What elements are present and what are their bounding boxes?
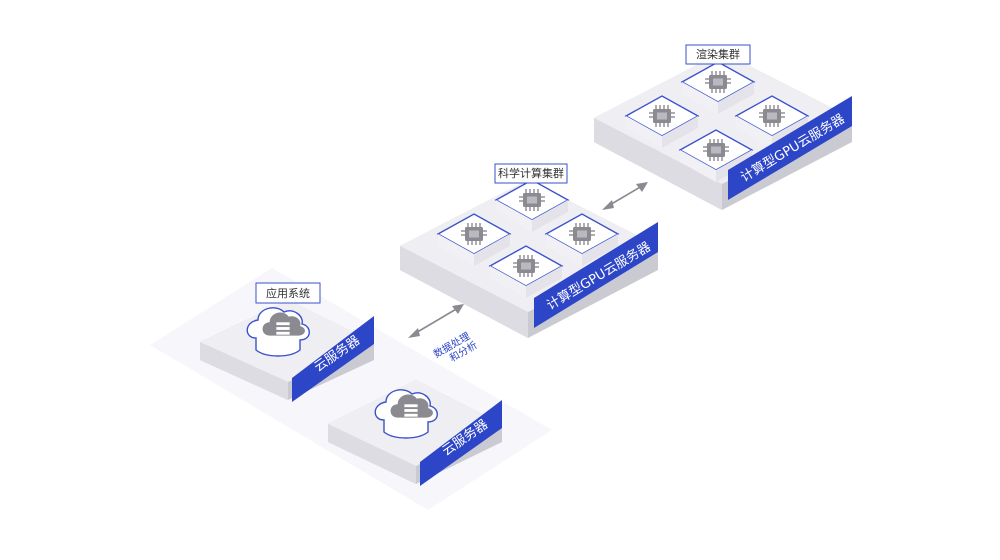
gpu-banner-science <box>534 222 658 328</box>
render-cluster-label-box: 渲染集群 <box>685 44 751 65</box>
chip-tile <box>494 179 570 232</box>
chip-tile <box>678 129 754 182</box>
chip-tile <box>544 213 620 266</box>
app-system-label: 应用系统 <box>266 286 310 300</box>
render-cluster-label: 渲染集群 <box>696 47 740 61</box>
chip-tile <box>436 213 512 266</box>
server-banner-top <box>292 316 374 402</box>
connector-science-render <box>602 182 648 210</box>
server-banner-bottom <box>420 400 502 486</box>
render-cluster-platform: 计算型GPU云服务器 <box>594 52 852 210</box>
app-system-label-box: 应用系统 <box>255 282 321 304</box>
gpu-banner-render <box>728 96 852 200</box>
science-cluster-platform: 计算型GPU云服务器 <box>400 179 658 338</box>
app-server-platform-top: 云服务器 <box>200 300 374 402</box>
chip-tile <box>488 245 564 298</box>
cloud-server-tile-bottom <box>374 389 438 439</box>
science-cluster-label-box: 科学计算集群 <box>494 163 568 184</box>
cloud-server-tile-top <box>246 307 310 357</box>
science-cluster-label: 科学计算集群 <box>498 166 564 180</box>
chip-tile <box>624 95 700 148</box>
chip-tile <box>680 61 756 114</box>
